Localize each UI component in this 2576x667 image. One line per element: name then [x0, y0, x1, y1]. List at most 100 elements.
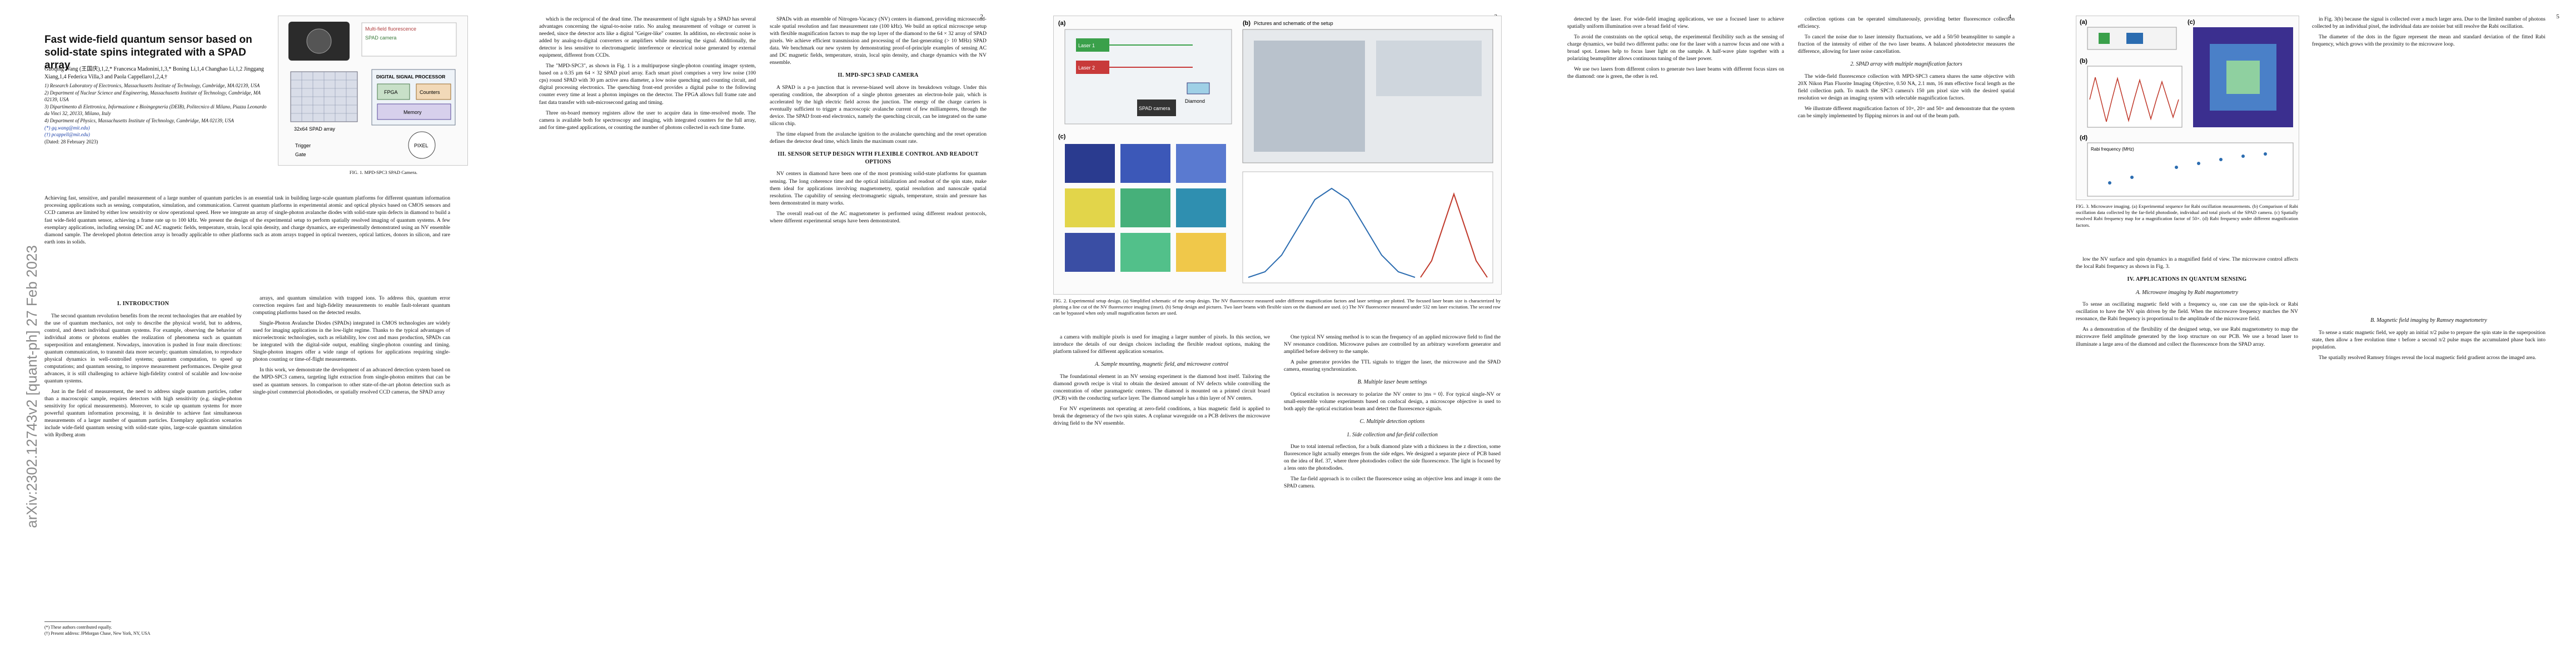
- paragraph: Single-Photon Avalanche Diodes (SPADs) i…: [253, 320, 450, 363]
- column-right: SPADs with an ensemble of Nitrogen-Vacan…: [770, 16, 986, 228]
- page-5: 5 (a) (b) (c) (d) Rabi frequency (MHz) i…: [2059, 0, 2576, 667]
- affiliation-line: 3) Dipartimento di Elettronica, Informaz…: [44, 103, 267, 117]
- figure-3: (a) (b) (c) (d) Rabi frequency (MHz): [2076, 16, 2299, 200]
- panel-label: (c): [2188, 19, 2195, 26]
- subsubsection-heading: 1. Side collection and far-field collect…: [1347, 431, 1438, 438]
- spad-camera-box: [1137, 99, 1176, 116]
- diamond-sample: [1187, 82, 1210, 94]
- affiliation-line: 4) Department of Physics, Massachusetts …: [44, 117, 234, 123]
- panel-label: (b): [1243, 20, 1250, 27]
- paragraph: The second quantum revolution benefits f…: [44, 312, 242, 385]
- author-list: Guoqing Wang (王国庆),1,2,* Francesca Madon…: [44, 66, 264, 80]
- column-right: collection options can be operated simul…: [1798, 16, 2015, 123]
- magnification-plot: [2087, 142, 2294, 197]
- paragraph: The foundational element in an NV sensin…: [1053, 373, 1270, 401]
- footnote: (*) These authors contributed equally.: [44, 625, 112, 630]
- panel-label: (b): [2080, 58, 2087, 64]
- feature-box: [361, 22, 457, 57]
- subsection-heading: B. Multiple laser beam settings: [1357, 379, 1427, 386]
- panel-label: (a): [1058, 20, 1066, 27]
- rabi-curve: [2089, 77, 2179, 122]
- affiliations: 1) Research Laboratory of Electronics, M…: [44, 82, 272, 145]
- fig1-label: SPAD camera: [365, 35, 396, 41]
- laser-1-box: [1076, 38, 1109, 52]
- paragraph: As a demonstration of the flexibility of…: [2076, 326, 2298, 347]
- axis-label: Rabi frequency (MHz): [2091, 147, 2134, 152]
- panel-label: (c): [1058, 133, 1066, 140]
- affiliation-line: 1) Research Laboratory of Electronics, M…: [44, 83, 260, 88]
- paragraph: which is the reciprocal of the dead time…: [539, 16, 756, 59]
- panel-label: (a): [2080, 19, 2087, 26]
- footnote-rule: [44, 621, 111, 622]
- paragraph: We illustrate different magnification fa…: [1798, 106, 2015, 120]
- page-number: 5: [2556, 13, 2560, 20]
- setup-photo-region: [1376, 41, 1482, 96]
- fig1-label: PIXEL: [414, 143, 428, 148]
- arxiv-stamp: arXiv:2302.12743v2 [quant-ph] 27 Feb 202…: [23, 245, 40, 528]
- paragraph: A pulse generator provides the TTL signa…: [1284, 359, 1501, 373]
- paragraph: Due to total internal reflection, for a …: [1284, 444, 1501, 472]
- section-heading: IV. APPLICATIONS IN QUANTUM SENSING: [2127, 276, 2247, 283]
- paragraph: One typical NV sensing method is to scan…: [1284, 334, 1501, 355]
- column-right: arrays, and quantum simulation with trap…: [253, 295, 450, 399]
- section-heading: III. SENSOR SETUP DESIGN WITH FLEXIBLE C…: [778, 151, 979, 165]
- setup-photo-region: [1254, 41, 1365, 152]
- laser-pulse: [2099, 33, 2110, 44]
- figure-3-graphic: (a) (b) (c) (d) Rabi frequency (MHz): [2080, 19, 2294, 197]
- paragraph: The spatially resolved Ramsey fringes re…: [2319, 354, 2537, 361]
- affiliation-line: 2) Department of Nuclear Science and Eng…: [44, 89, 261, 103]
- column-left: a camera with multiple pixels is used fo…: [1053, 334, 1270, 430]
- figure-1: Multi-field fluorescence SPAD camera 32x…: [278, 16, 468, 166]
- fig1-label: Trigger: [295, 143, 311, 148]
- subsection-heading: B. Magnetic field imaging by Ramsey magn…: [2370, 317, 2487, 323]
- subsection-heading: A. Sample mounting, magnetic field, and …: [1095, 361, 1228, 368]
- column-left: low the NV surface and spin dynamics in …: [2076, 256, 2298, 351]
- paragraph: For NV experiments not operating at zero…: [1053, 405, 1270, 427]
- page-1: arXiv:2302.12743v2 [quant-ph] 27 Feb 202…: [0, 0, 491, 667]
- column-left: detected by the laser. For wide-field im…: [1567, 16, 1784, 83]
- paragraph: The "MPD-SPC3", as shown in Fig. 1 is a …: [539, 63, 756, 106]
- page-2: 2 which is the reciprocal of the dead ti…: [517, 0, 1008, 667]
- paragraph: To cancel the noise due to laser intensi…: [1798, 34, 2015, 55]
- paragraph: We use two lasers from different colors …: [1567, 66, 1784, 80]
- paragraph: In this work, we demonstrate the develop…: [253, 367, 450, 395]
- figure-2-caption: FIG. 2. Experimental setup design. (a) S…: [1053, 298, 1501, 316]
- column-left: I. INTRODUCTION The second quantum revol…: [44, 295, 242, 442]
- subsection-heading: 2. SPAD array with multiple magnificatio…: [1850, 61, 1962, 68]
- pixel-diagram: [408, 131, 436, 159]
- panel-label: (d): [2080, 135, 2087, 141]
- column-right-top: in Fig. 3(b) because the signal is colle…: [2312, 16, 2545, 51]
- setup-title: Pictures and schematic of the setup: [1254, 21, 1333, 26]
- laser-2-box: [1076, 61, 1109, 74]
- paragraph: The time elapsed from the avalanche igni…: [770, 131, 986, 145]
- paragraph: Three on-board memory registers allow th…: [539, 109, 756, 131]
- email-link[interactable]: (*) gq.wang@mit.edu): [44, 125, 90, 131]
- column-right: One typical NV sensing method is to scan…: [1284, 334, 1501, 493]
- spad-grid: [291, 72, 357, 122]
- paragraph: collection options can be operated simul…: [1798, 16, 2015, 30]
- abstract: Achieving fast, sensitive, and parallel …: [44, 195, 450, 246]
- camera-lens: [306, 28, 332, 54]
- column-left: which is the reciprocal of the dead time…: [539, 16, 756, 135]
- email-link[interactable]: (†) pcappell@mit.edu): [44, 132, 90, 138]
- fig1-label: Gate: [295, 152, 306, 157]
- paragraph: NV centers in diamond have been one of t…: [770, 171, 986, 206]
- setup-label: Diamond: [1185, 98, 1205, 104]
- fig1-label: Counters: [420, 89, 440, 95]
- footnote: (†) Present address: JPMorgan Chase, New…: [44, 630, 151, 636]
- date-line: (Dated: 28 February 2023): [44, 138, 98, 145]
- figure-3-caption: FIG. 3. Microwave imaging. (a) Experimen…: [2076, 203, 2298, 228]
- beam-profile-plots: [1242, 171, 1493, 283]
- section-heading: I. INTRODUCTION: [117, 301, 170, 307]
- memory-block: [377, 103, 451, 120]
- paragraph: in Fig. 3(b) because the signal is colle…: [2312, 16, 2545, 30]
- subsection-heading: C. Multiple detection options: [1359, 418, 1425, 425]
- figure-1-graphic: Multi-field fluorescence SPAD camera 32x…: [288, 22, 457, 159]
- paragraph: SPADs with an ensemble of Nitrogen-Vacan…: [770, 16, 986, 66]
- page-number: 4: [2008, 13, 2012, 20]
- footnotes: (*) These authors contributed equally. (…: [44, 625, 242, 637]
- page-4: 4 detected by the laser. For wide-field …: [1545, 0, 2036, 667]
- paper-title: Fast wide-field quantum sensor based on …: [44, 34, 252, 72]
- fig1-label: Memory: [403, 109, 422, 115]
- figure-2: (a) Laser 1 Laser 2 Diamond SPAD camera …: [1053, 16, 1502, 295]
